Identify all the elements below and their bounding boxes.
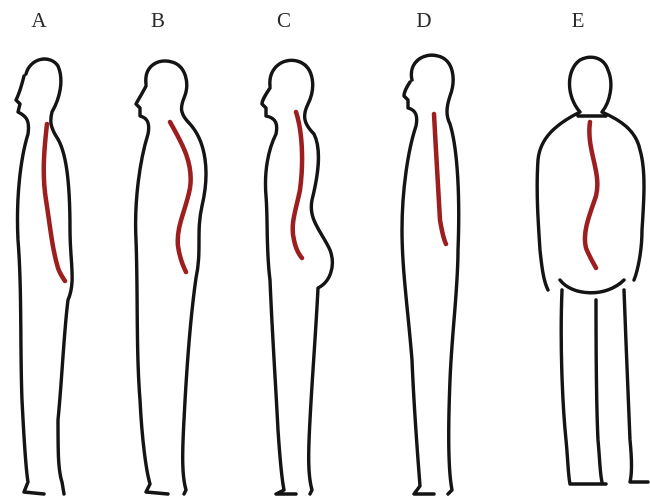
figure-d [402,55,459,494]
figure-b-spine [170,122,191,272]
figure-d-outline [402,55,459,494]
figure-c-spine [293,112,302,258]
figure-e-outline [537,57,648,484]
figure-a [16,59,72,494]
figure-e [537,57,648,484]
figure-e-spine [585,122,597,268]
figure-b [136,61,206,494]
figure-c [262,60,332,494]
figure-d-spine [434,114,446,244]
